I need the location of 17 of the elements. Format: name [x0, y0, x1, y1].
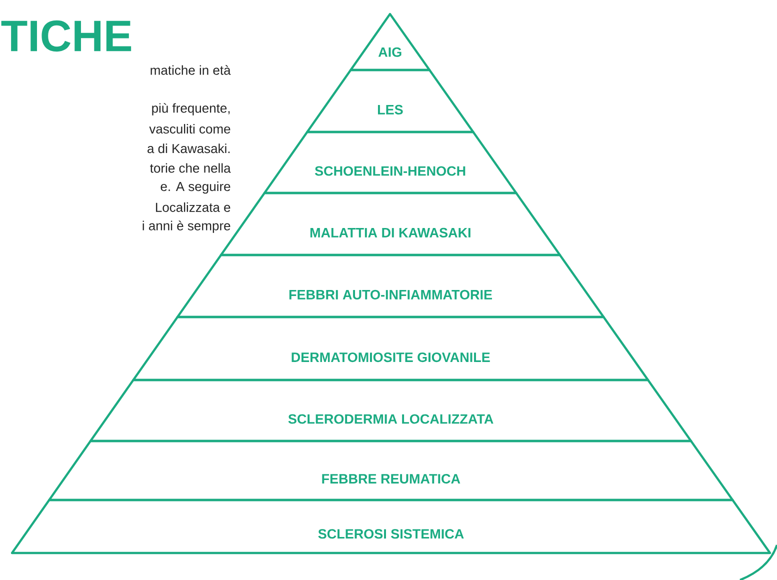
body-text: vasculiti come: [149, 124, 230, 134]
pyramid-band: SCHOENLEIN-HENOCH: [263, 130, 518, 194]
title: TICHE: [1, 20, 132, 52]
body-text: e. A seguire: [160, 182, 230, 194]
body-text: matiche in età: [150, 65, 231, 75]
body-text: a di Kawasaki.: [148, 144, 230, 154]
pyramid-band: AIG: [350, 12, 431, 72]
body-text: Localizzata e: [156, 202, 230, 212]
pyramid-band: FEBBRI AUTO-INFIAMMATORIE: [176, 254, 605, 318]
pyramid-band: SCLEROSI SISTEMICA: [10, 498, 772, 554]
body-text: i anni è sempre: [142, 220, 230, 233]
pyramid-band: FEBBRE REUMATICA: [48, 440, 734, 502]
pyramid-band: DERMATOMIOSITE GIOVANILE: [132, 316, 650, 382]
pyramid-band: SCLERODERMIA LOCALIZZATA: [89, 378, 692, 442]
pyramid-band: LES: [306, 68, 474, 134]
body-text: più frequente,: [152, 103, 230, 116]
body-text: torie che nella: [150, 163, 231, 173]
